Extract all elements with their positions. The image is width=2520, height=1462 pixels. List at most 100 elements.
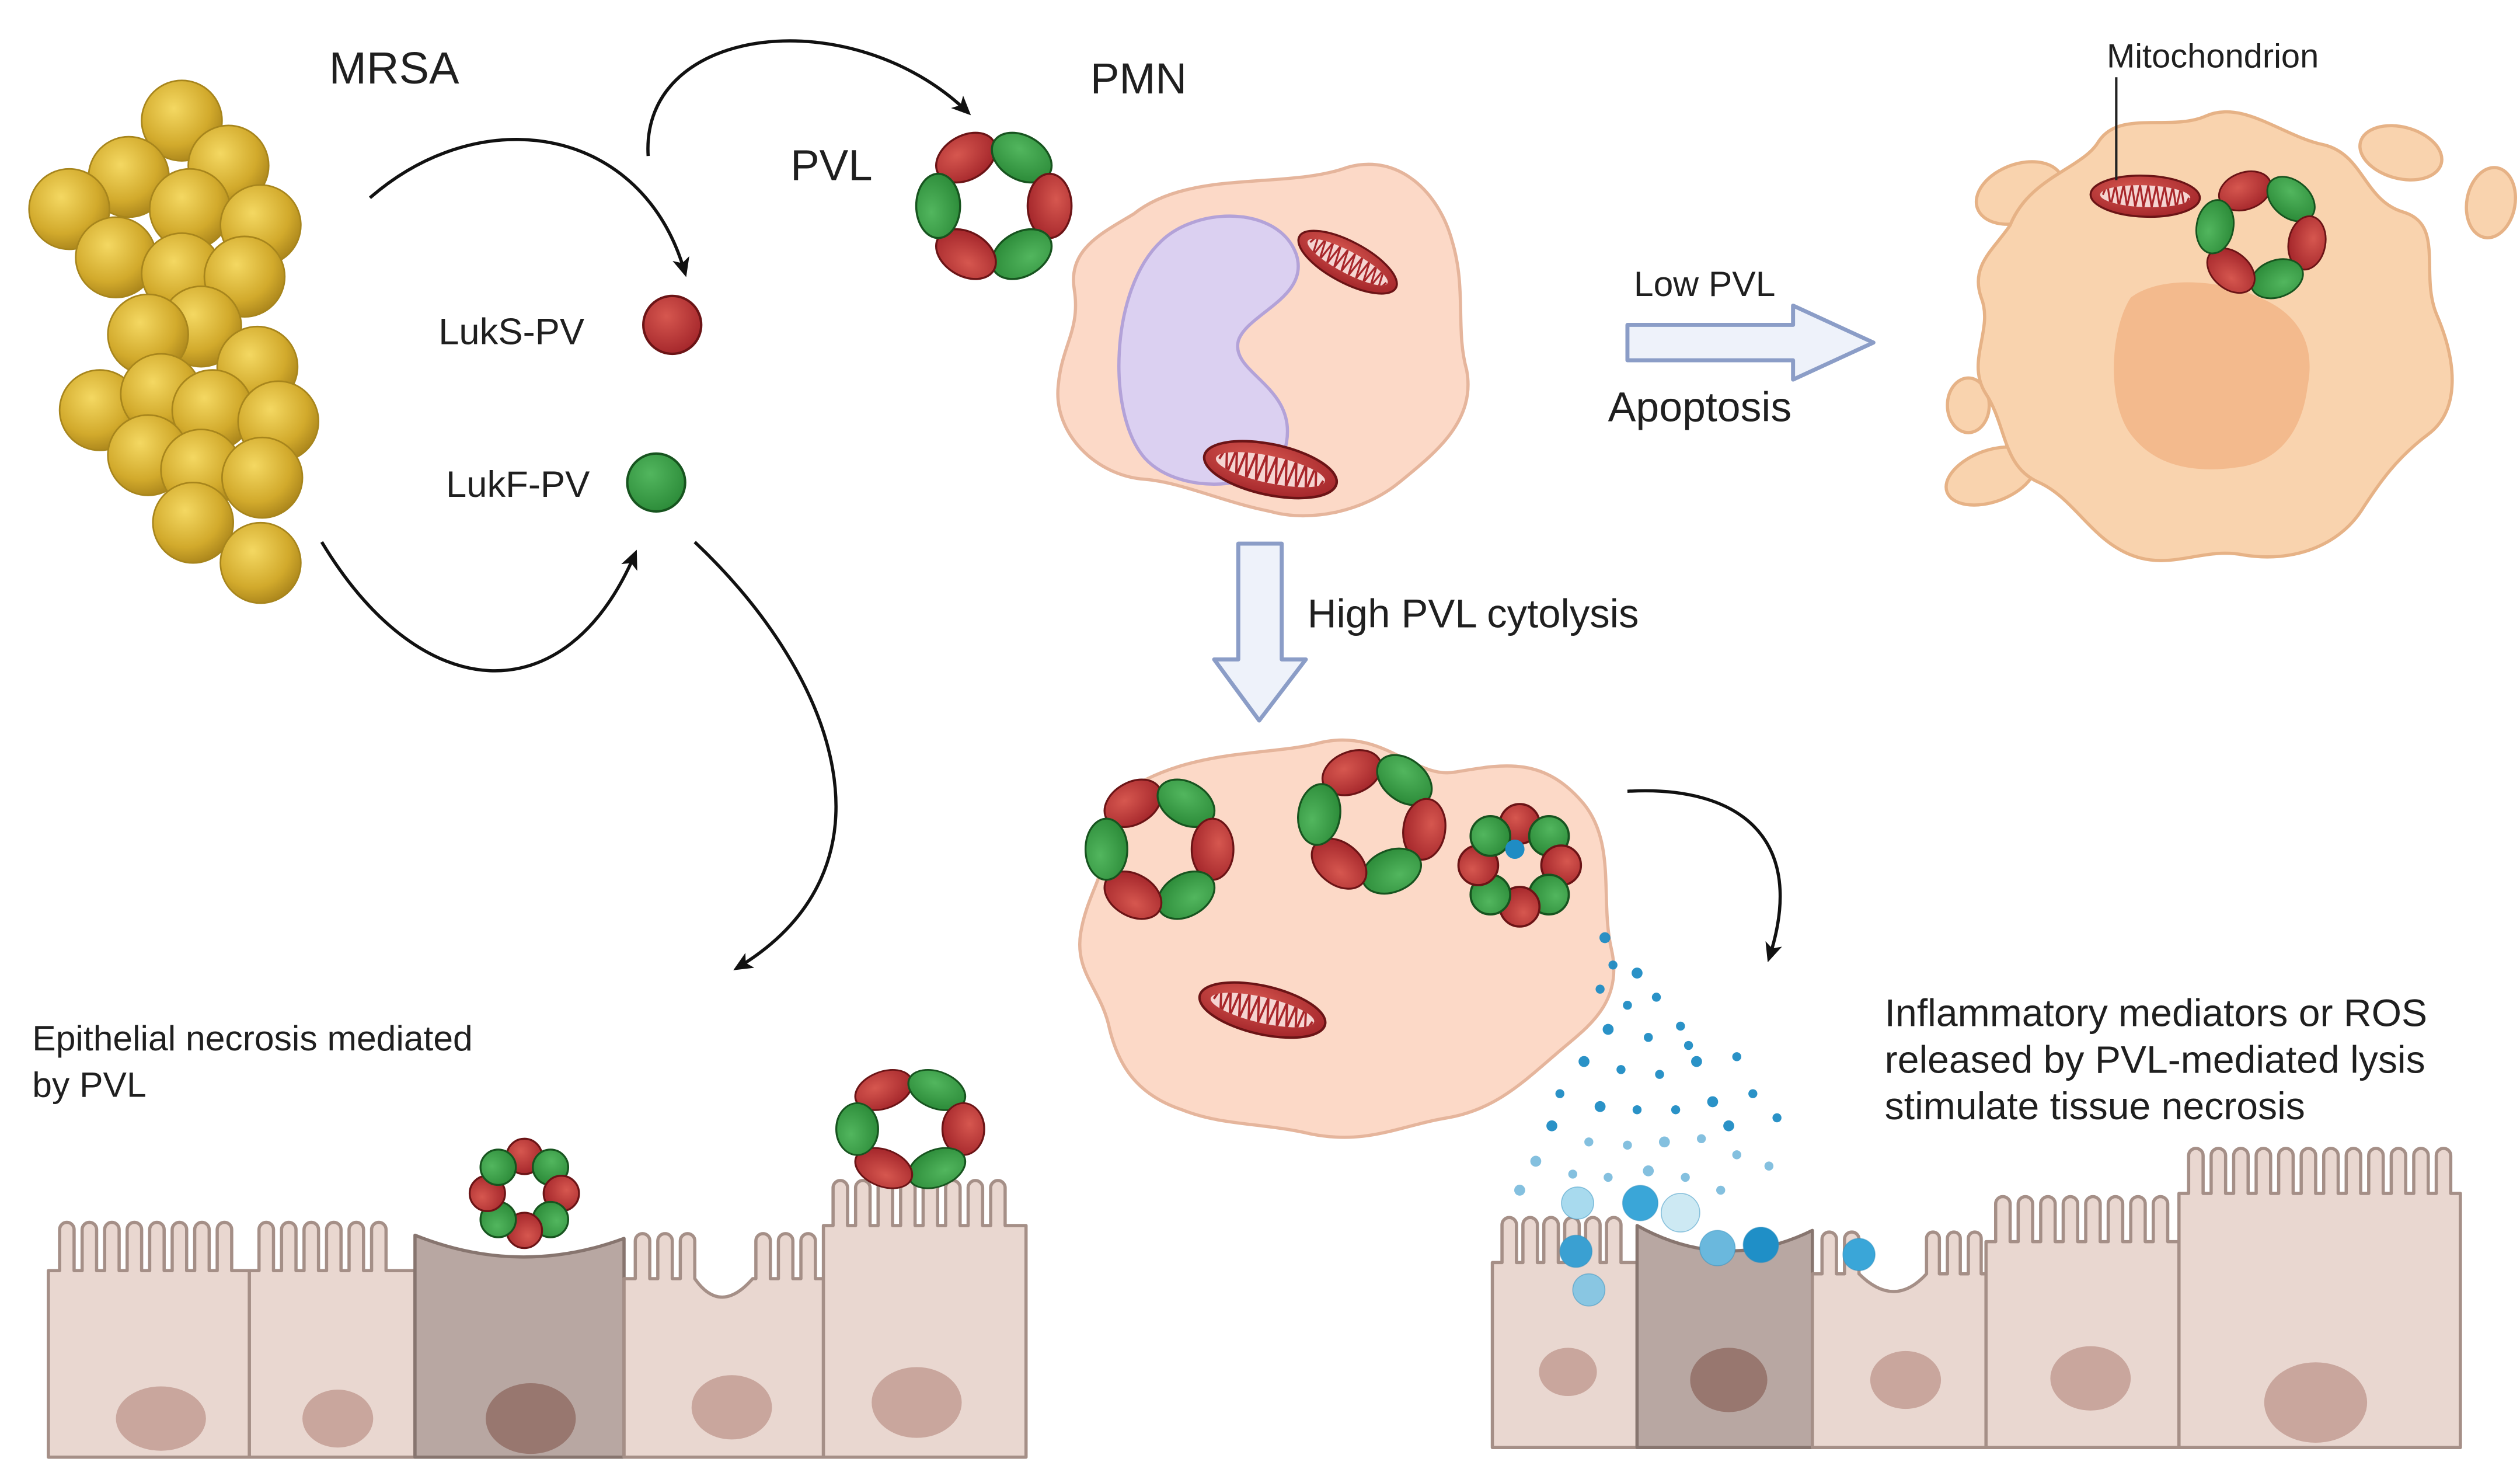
arrow-to-epithelial-necrosis bbox=[693, 541, 838, 970]
ros-particle bbox=[1599, 932, 1611, 944]
ros-particle bbox=[1681, 1172, 1690, 1182]
ros-particle bbox=[1604, 1172, 1613, 1182]
label-inflammatory-line-3: stimulate tissue necrosis bbox=[1885, 1085, 2305, 1128]
ros-bubble bbox=[1559, 1234, 1593, 1268]
label-luks-pv: LukS-PV bbox=[438, 312, 584, 353]
epithelial-cell-body bbox=[248, 1220, 417, 1459]
ros-particle bbox=[1555, 1089, 1564, 1098]
label-lukf-pv: LukF-PV bbox=[446, 464, 590, 505]
apoptotic-nucleus bbox=[2114, 282, 2310, 469]
ros-particle bbox=[1696, 1134, 1706, 1144]
ros-particle bbox=[1546, 1120, 1557, 1132]
ros-particle bbox=[1764, 1161, 1774, 1171]
epithelial-cell-body bbox=[47, 1220, 251, 1459]
inflammatory-mediators-ros bbox=[1514, 932, 1876, 1307]
epithelial-cell-nucleus bbox=[1690, 1348, 1768, 1412]
ros-particle bbox=[1676, 1021, 1685, 1031]
epithelial-cell-nucleus bbox=[872, 1367, 962, 1438]
ros-particle bbox=[1568, 1169, 1577, 1179]
left-epithelial-cell bbox=[821, 1179, 1028, 1459]
arrow-to-pvl-complex bbox=[646, 39, 971, 156]
apoptotic-cell bbox=[1944, 77, 2517, 562]
label-apoptosis: Apoptosis bbox=[1608, 384, 1791, 431]
ros-particle bbox=[1772, 1113, 1782, 1123]
epithelial-cell-nucleus bbox=[116, 1386, 206, 1451]
ros-particle bbox=[1594, 1101, 1606, 1112]
ros-particle bbox=[1578, 1056, 1590, 1067]
apoptotic-body bbox=[2465, 166, 2517, 239]
left-epithelial-cell-necrotic bbox=[413, 1233, 626, 1459]
ros-particle bbox=[1691, 1056, 1702, 1067]
label-high-pvl-cytolysis: High PVL cytolysis bbox=[1308, 591, 1639, 636]
ros-particle bbox=[1530, 1155, 1542, 1167]
right-epithelial-cell bbox=[2177, 1147, 2462, 1449]
arrow-mrsa-to-lukf bbox=[320, 541, 637, 673]
ros-particle bbox=[1632, 967, 1643, 979]
label-pmn: PMN bbox=[1090, 54, 1187, 103]
label-mitochondrion: Mitochondrion bbox=[2107, 38, 2319, 75]
label-pvl: PVL bbox=[790, 141, 873, 190]
ros-bubble bbox=[1699, 1230, 1736, 1266]
pvl-pore-on-epithelium bbox=[835, 1060, 985, 1198]
ros-particle bbox=[1602, 1024, 1614, 1035]
ros-particle bbox=[1632, 1105, 1642, 1115]
apoptotic-body bbox=[1946, 376, 1991, 434]
epithelial-cell-nucleus bbox=[1870, 1350, 1942, 1409]
epithelial-cell-body bbox=[2177, 1147, 2462, 1449]
pmn-nucleus bbox=[1117, 214, 1300, 486]
ros-particle bbox=[1658, 1136, 1670, 1148]
ros-particle bbox=[1623, 1140, 1632, 1150]
epithelial-cell-body bbox=[1984, 1195, 2181, 1449]
label-epithelial-necrosis-line-2: by PVL bbox=[32, 1065, 146, 1105]
mrsa-coccus bbox=[219, 521, 302, 604]
ros-bubble bbox=[1572, 1273, 1606, 1307]
ros-particle bbox=[1651, 993, 1661, 1002]
ros-particle bbox=[1643, 1165, 1654, 1176]
epithelial-cell-nucleus bbox=[486, 1383, 576, 1454]
pvl-pore-complex bbox=[915, 121, 1073, 291]
ros-particle bbox=[1595, 984, 1605, 994]
epithelial-cell-body bbox=[622, 1232, 825, 1459]
label-epithelial-necrosis-line-1: Epithelial necrosis mediated bbox=[32, 1018, 472, 1058]
ros-particle bbox=[1707, 1096, 1719, 1108]
ros-particle bbox=[1671, 1105, 1681, 1115]
pvl-pore-on-epithelium bbox=[468, 1137, 580, 1249]
left-epithelial-cell bbox=[622, 1232, 825, 1459]
ros-particle bbox=[1616, 1065, 1626, 1074]
mrsa-coccus bbox=[221, 436, 304, 519]
ros-bubble bbox=[1561, 1186, 1594, 1220]
process-arrows bbox=[320, 39, 1782, 970]
arrow-mrsa-to-luks bbox=[368, 138, 689, 277]
apoptotic-body bbox=[2358, 124, 2444, 182]
epithelium-right bbox=[1490, 1147, 2462, 1449]
ros-bubble bbox=[1742, 1226, 1779, 1263]
epithelial-cell-body bbox=[821, 1179, 1028, 1459]
left-epithelial-cell bbox=[47, 1220, 251, 1459]
right-epithelial-cell bbox=[1810, 1230, 1988, 1449]
label-mrsa: MRSA bbox=[329, 43, 459, 93]
epithelial-cell-nucleus bbox=[2050, 1346, 2131, 1411]
epithelium-left bbox=[47, 1179, 1028, 1459]
ros-particle bbox=[1723, 1120, 1734, 1132]
ros-particle bbox=[1684, 1040, 1693, 1050]
epithelial-cell-body bbox=[1810, 1230, 1988, 1449]
label-low-pvl: Low PVL bbox=[1634, 264, 1776, 304]
left-epithelial-cell bbox=[248, 1220, 417, 1459]
low-pvl-arrow bbox=[1625, 303, 1876, 382]
ros-bubble bbox=[1842, 1238, 1876, 1272]
ros-particle bbox=[1608, 960, 1618, 970]
ros-particle bbox=[1644, 1033, 1653, 1042]
epithelial-cell-nucleus bbox=[691, 1375, 772, 1440]
ros-bubble bbox=[1660, 1193, 1700, 1233]
epithelial-cell-nucleus bbox=[2264, 1362, 2368, 1443]
ros-particle bbox=[1716, 1185, 1726, 1195]
right-epithelial-cell bbox=[1984, 1195, 2181, 1449]
label-inflammatory-line-1: Inflammatory mediators or ROS bbox=[1885, 991, 2427, 1035]
ros-particle bbox=[1514, 1185, 1525, 1196]
ros-particle bbox=[1732, 1052, 1741, 1061]
ros-bubble bbox=[1622, 1185, 1659, 1221]
pmn-cell bbox=[1056, 162, 1470, 518]
epithelial-cell-nucleus bbox=[302, 1390, 374, 1448]
luks-pv-subunit bbox=[642, 294, 703, 356]
lysed-pmn-cell bbox=[1078, 732, 1616, 1139]
